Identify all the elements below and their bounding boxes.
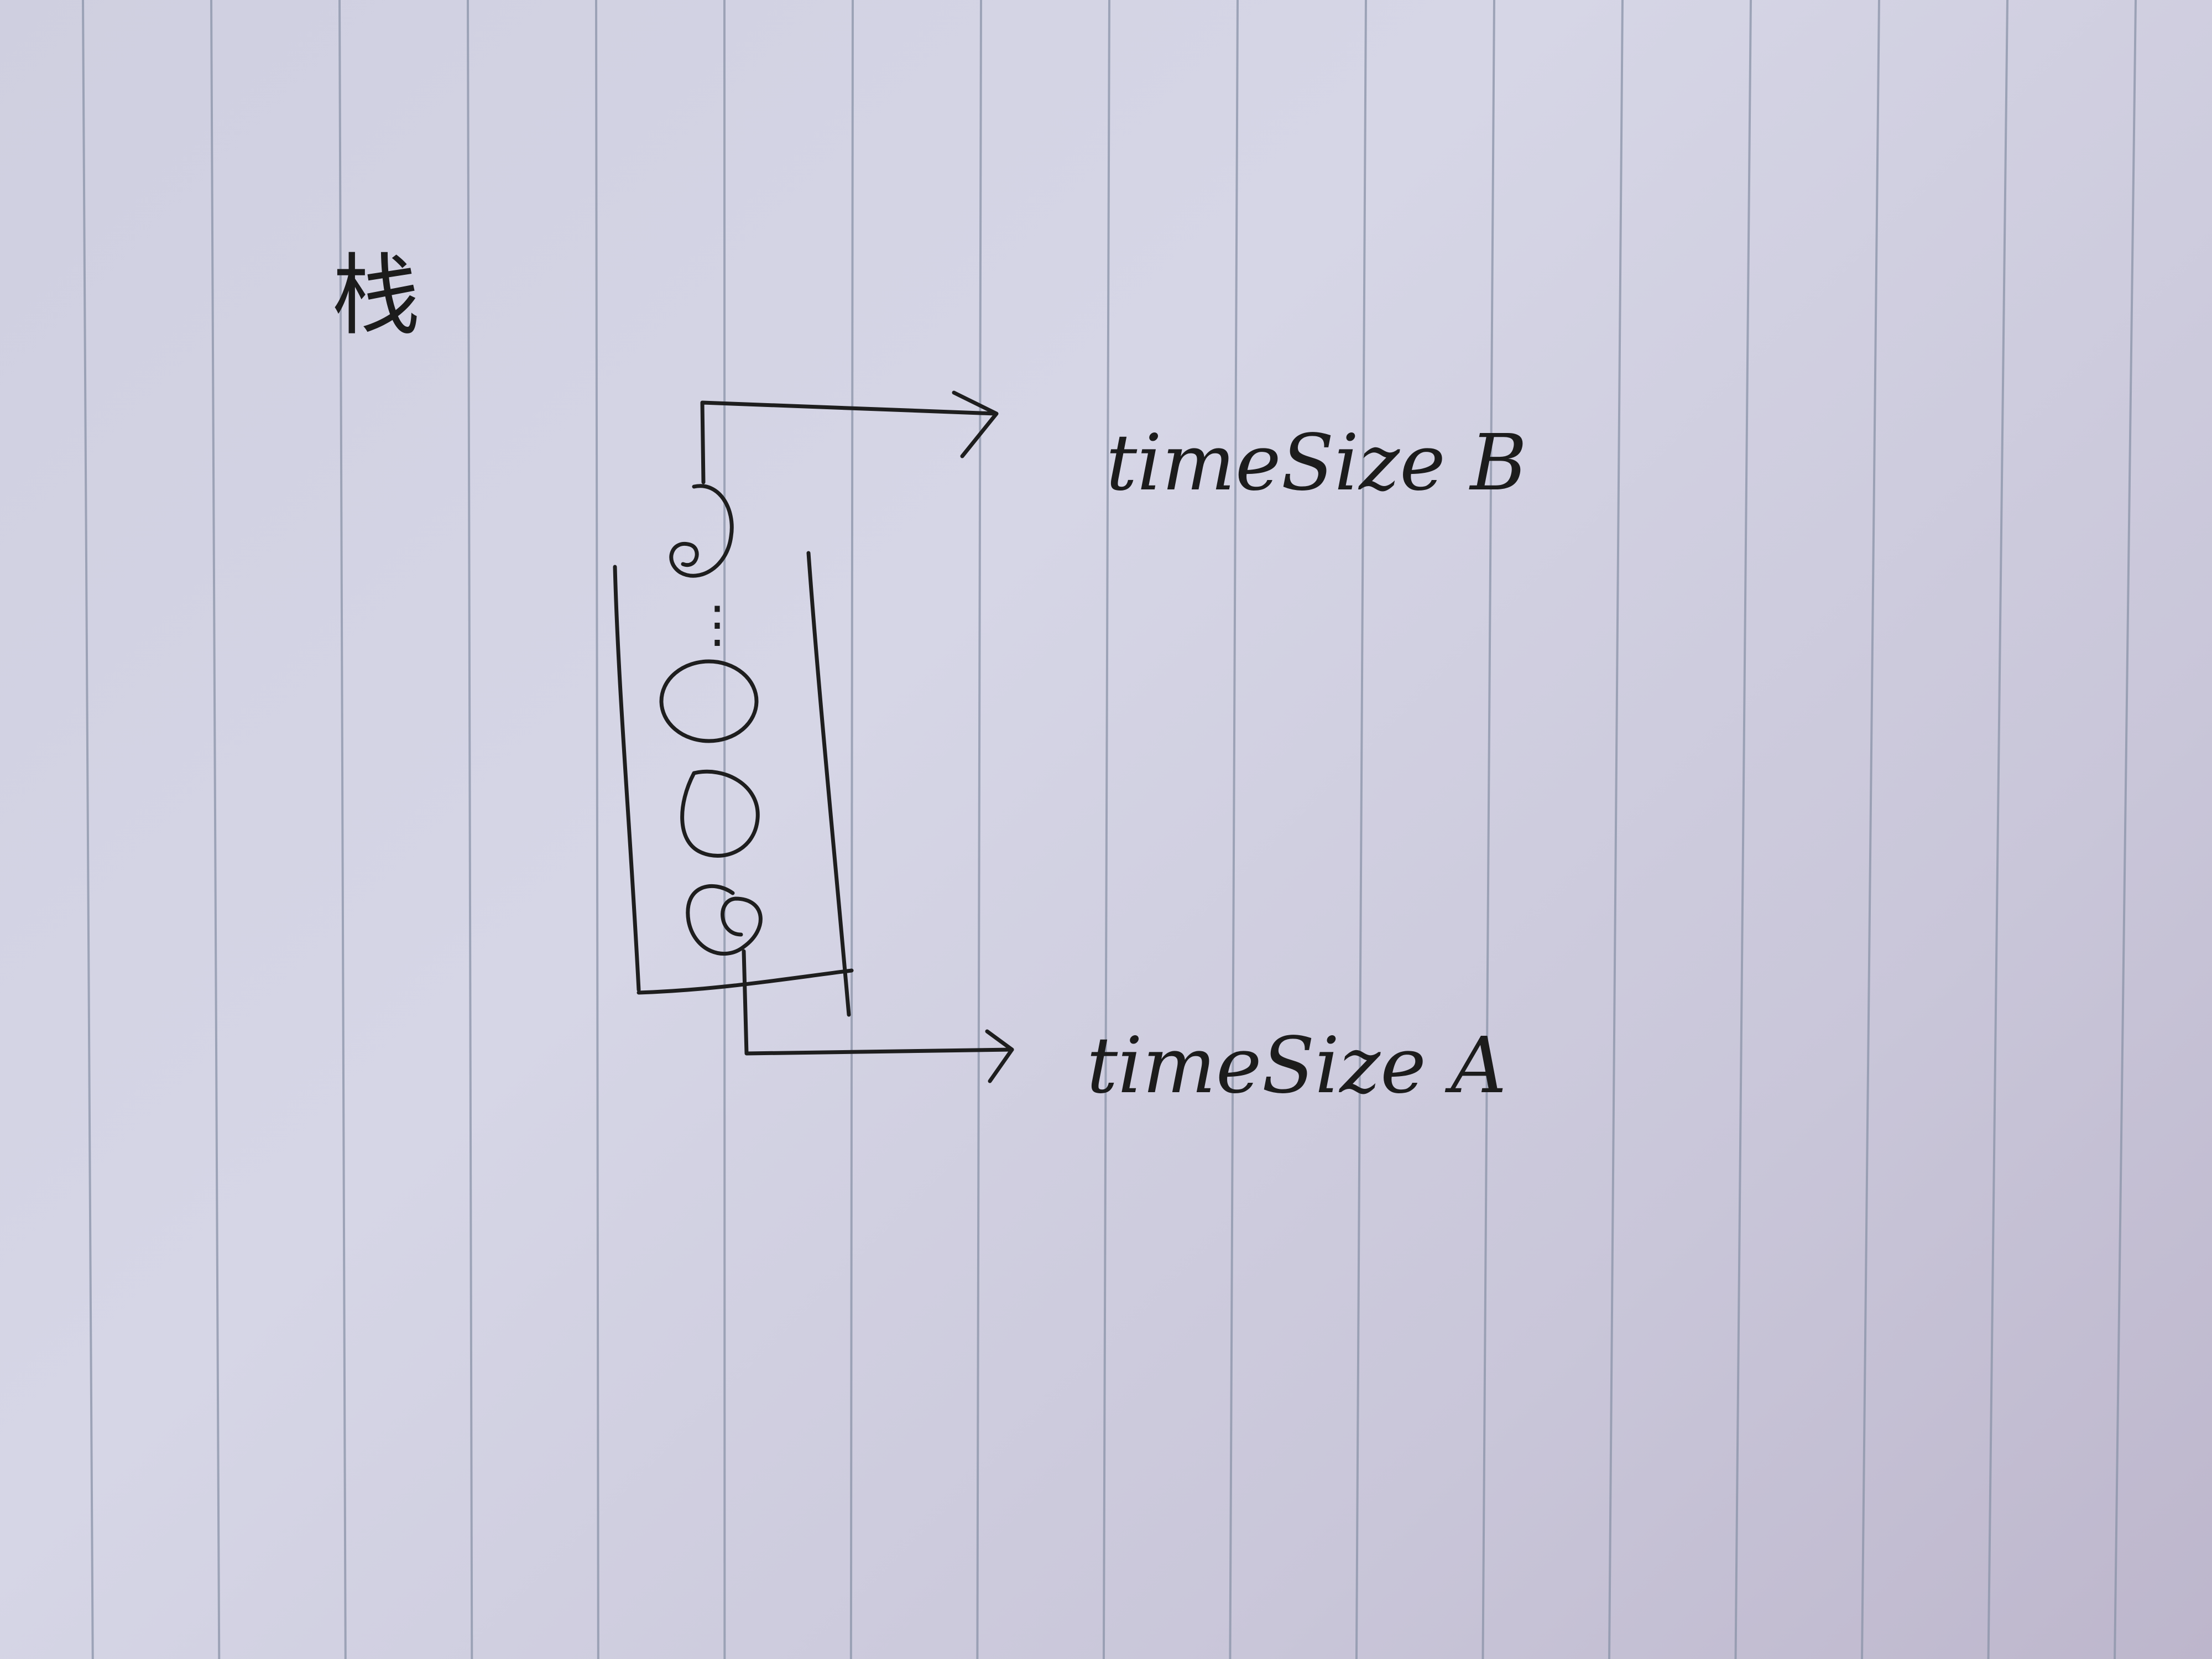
rule-line	[595, 0, 599, 1659]
bottom-pointer-arrowhead	[985, 1029, 1014, 1083]
stack-bottom	[637, 968, 854, 995]
stack-ellipsis: ⋮	[692, 596, 742, 654]
label-timesize-a: timeSize A	[1087, 1021, 1507, 1111]
rule-line	[338, 0, 347, 1659]
stack-right-wall	[806, 551, 851, 1017]
bottom-pointer-line	[742, 949, 1014, 1056]
rule-line	[1861, 0, 1880, 1659]
rule-line	[1102, 0, 1110, 1659]
rule-line	[1987, 0, 2008, 1659]
rule-line	[1355, 0, 1367, 1659]
rule-line	[1734, 0, 1752, 1659]
stack-element-2	[659, 659, 759, 743]
rule-line	[467, 0, 473, 1659]
rule-line	[210, 0, 221, 1659]
stack-element-bottom	[686, 884, 763, 956]
rule-line	[82, 0, 94, 1659]
diagram-title: 栈	[332, 244, 420, 347]
rule-line	[1481, 0, 1495, 1659]
rule-line	[849, 0, 854, 1659]
stack-element-3	[680, 769, 760, 858]
rule-line	[2114, 0, 2137, 1659]
rule-line	[976, 0, 982, 1659]
rule-line	[1229, 0, 1239, 1659]
stack-left-wall	[613, 565, 641, 992]
notebook-rule-lines	[82, 0, 2137, 1659]
rule-line	[1608, 0, 1624, 1659]
top-pointer-arrowhead	[952, 390, 999, 458]
top-pointer-line	[700, 400, 998, 484]
label-timesize-b: timeSize B	[1106, 418, 1527, 508]
stack-element-top	[669, 484, 734, 578]
